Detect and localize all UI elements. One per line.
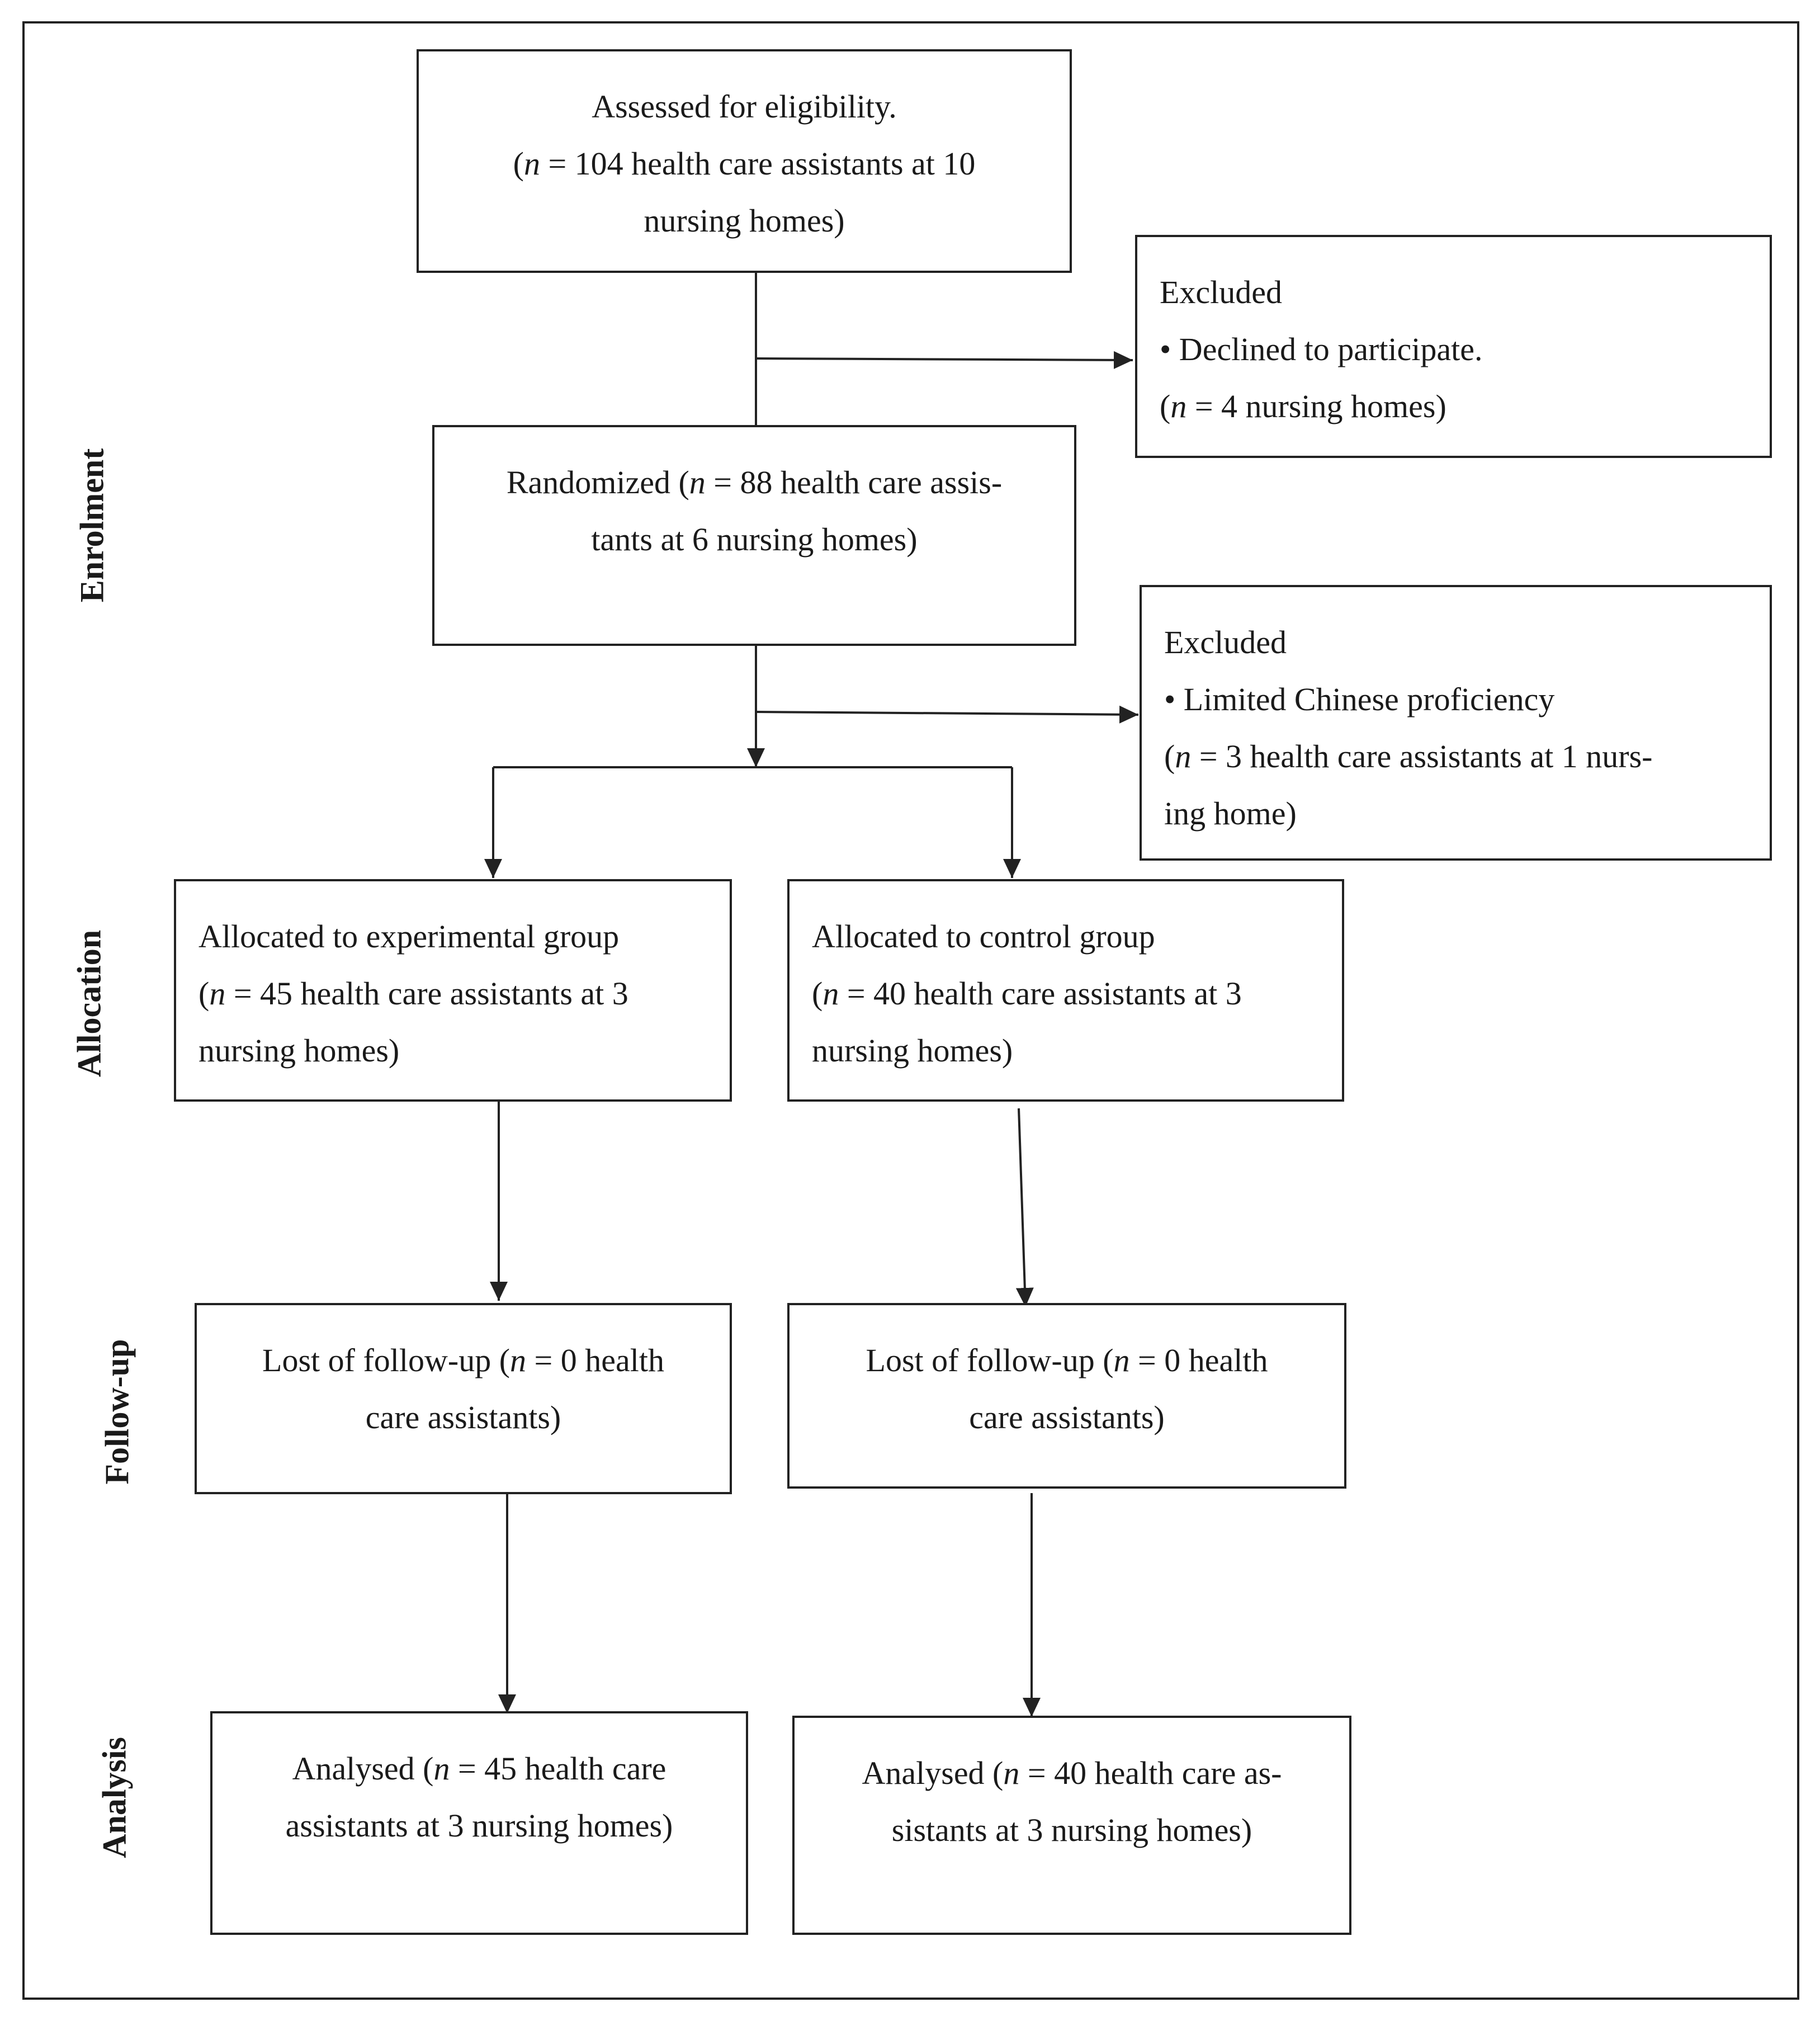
analysed-exp-line2: assistants at 3 nursing homes)	[285, 1807, 673, 1844]
box-randomized: Randomized (n = 88 health care assis- ta…	[432, 425, 1076, 646]
alloc-exp-line2: (n = 45 health care assistants at 3	[198, 975, 628, 1012]
alloc-exp-line1: Allocated to experimental group	[198, 918, 620, 955]
alloc-ctrl-line3: nursing homes)	[812, 1032, 1013, 1069]
assessed-line2: (n = 104 health care assistants at 10	[513, 145, 976, 182]
box-excluded-language: Excluded • Limited Chinese proficiency (…	[1140, 585, 1772, 861]
alloc-ctrl-line2: (n = 40 health care assistants at 3	[812, 975, 1242, 1012]
alloc-exp-line3: nursing homes)	[198, 1032, 400, 1069]
stage-label-allocation: Allocation	[70, 929, 108, 1078]
diagram-frame	[22, 21, 1799, 2000]
box-assessed-eligibility: Assessed for eligibility. (n = 104 healt…	[417, 49, 1072, 273]
assessed-line3: nursing homes)	[644, 202, 845, 239]
box-allocated-control: Allocated to control group (n = 40 healt…	[787, 879, 1344, 1102]
lost-exp-line2: care assistants)	[365, 1399, 561, 1436]
excluded1-title: Excluded	[1160, 274, 1283, 310]
randomized-line1: Randomized (n = 88 health care assis-	[506, 464, 1003, 500]
assessed-line1: Assessed for eligibility.	[592, 88, 897, 125]
excluded2-title: Excluded	[1164, 624, 1287, 660]
box-analysed-experimental: Analysed (n = 45 health care assistants …	[210, 1711, 748, 1935]
excluded2-reason: • Limited Chinese proficiency	[1164, 681, 1555, 717]
excluded2-count-cont: ing home)	[1164, 795, 1297, 832]
box-excluded-declined: Excluded • Declined to participate. (n =…	[1135, 235, 1772, 458]
box-analysed-control: Analysed (n = 40 health care as- sistant…	[792, 1716, 1351, 1935]
stage-label-enrolment: Enrolment	[73, 448, 111, 603]
excluded1-reason: • Declined to participate.	[1160, 331, 1483, 367]
excluded2-count: (n = 3 health care assistants at 1 nurs-	[1164, 738, 1653, 775]
analysed-ctrl-line1: Analysed (n = 40 health care as-	[862, 1755, 1282, 1791]
lost-ctrl-line2: care assistants)	[969, 1399, 1165, 1436]
lost-exp-line1: Lost of follow-up (n = 0 health	[262, 1342, 664, 1378]
analysed-ctrl-line2: sistants at 3 nursing homes)	[891, 1812, 1252, 1848]
lost-ctrl-line1: Lost of follow-up (n = 0 health	[866, 1342, 1268, 1378]
alloc-ctrl-line1: Allocated to control group	[812, 918, 1155, 955]
stage-label-follow-up: Follow-up	[98, 1339, 136, 1485]
excluded1-count: (n = 4 nursing homes)	[1160, 388, 1446, 424]
randomized-line2: tants at 6 nursing homes)	[591, 521, 918, 558]
box-lost-followup-experimental: Lost of follow-up (n = 0 health care ass…	[195, 1303, 732, 1494]
box-allocated-experimental: Allocated to experimental group (n = 45 …	[174, 879, 732, 1102]
stage-label-analysis: Analysis	[96, 1737, 133, 1858]
box-lost-followup-control: Lost of follow-up (n = 0 health care ass…	[787, 1303, 1346, 1489]
analysed-exp-line1: Analysed (n = 45 health care	[292, 1750, 666, 1787]
